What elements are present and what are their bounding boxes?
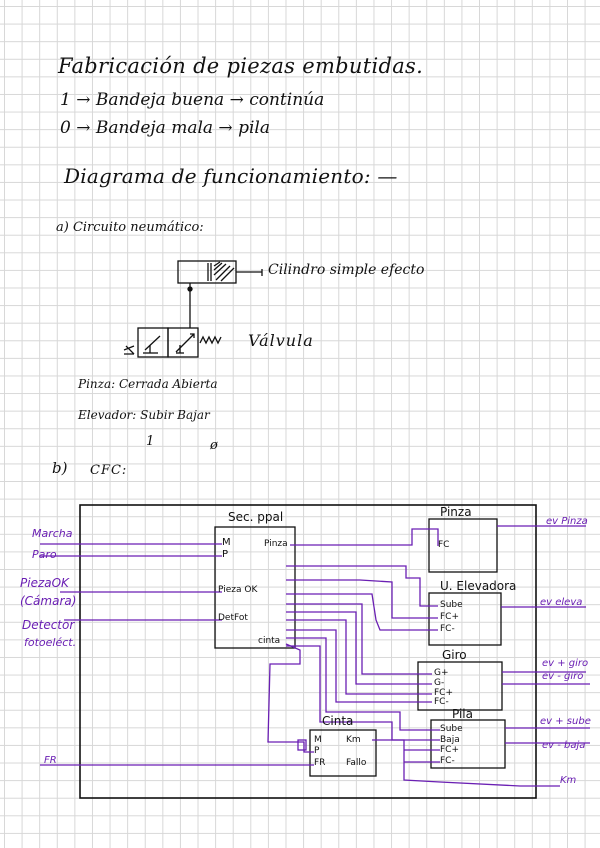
output-ev-plus-giro: ev + giro (542, 658, 589, 669)
pinza-title: Pinza (440, 505, 472, 519)
giro-g-minus: G- (434, 678, 445, 688)
cinta-km: Km (346, 735, 361, 745)
section-a-heading: a) Circuito neumático: (56, 220, 204, 235)
giro-box (417, 661, 503, 711)
sec-ppal-pinza: Pinza (264, 539, 288, 549)
sec-ppal-p: P (222, 549, 229, 560)
value-one: 1 (146, 434, 155, 449)
cfc-frame (79, 504, 537, 799)
pinza-box (428, 518, 498, 573)
sec-ppal-detfot: DetFot (218, 613, 248, 623)
cinta-m: M (314, 735, 322, 745)
output-ev-plus-sube: ev + sube (540, 716, 591, 727)
cinta-fallo: Fallo (346, 758, 367, 768)
bad-tray-note: 0 → Bandeja mala → pila (60, 118, 270, 138)
pinza-fc: FC (438, 540, 450, 550)
valve-label: Válvula (248, 331, 314, 350)
cinta-title: Cinta (322, 714, 354, 728)
cylinder-symbol (177, 260, 263, 328)
sec-ppal-pieza-ok: Pieza OK (218, 585, 258, 595)
section-b-heading: b) (52, 459, 68, 477)
sec-ppal-title: Sec. ppal (228, 510, 284, 524)
elevadora-sube: Sube (440, 600, 463, 610)
input-camara: (Cámara) (20, 594, 77, 608)
pila-title: Pila (452, 707, 473, 721)
output-ev-pinza: ev Pinza (546, 516, 588, 527)
input-paro: Paro (32, 548, 57, 561)
elevadora-fc-plus: FC+ (440, 612, 460, 622)
input-pieza-ok: PiezaOK (20, 576, 69, 590)
pila-box (430, 719, 506, 769)
output-ev-minus-giro: ev - giro (542, 671, 584, 682)
cinta-box (309, 729, 377, 777)
input-detector: Detector (22, 618, 75, 632)
giro-fc-minus: FC- (434, 697, 449, 707)
output-ev-minus-baja: ev - baja (542, 740, 586, 751)
cinta-p: P (314, 746, 320, 756)
giro-fc-plus: FC+ (434, 688, 454, 698)
sec-ppal-m: M (222, 537, 231, 548)
pinza-states: Pinza: Cerrada Abierta (78, 377, 218, 391)
giro-g-plus: G+ (434, 668, 449, 678)
pila-fc-plus: FC+ (440, 745, 460, 755)
input-detector-fotoelectrico: fotoeléct. (24, 636, 77, 649)
elevador-states: Elevador: Subir Bajar (78, 408, 210, 422)
good-tray-note: 1 → Bandeja buena → continúa (60, 90, 325, 110)
elevadora-box (428, 592, 502, 646)
sec-ppal-cinta: cinta (258, 636, 281, 646)
value-zero: ø (210, 438, 218, 453)
valve-symbol (123, 327, 222, 358)
cylinder-label: Cilindro simple efecto (268, 262, 425, 278)
sec-ppal-box (214, 526, 296, 649)
pila-fc-minus: FC- (440, 756, 455, 766)
pila-sube: Sube (440, 724, 463, 734)
cinta-fr: FR (314, 758, 326, 768)
pila-baja: Baja (440, 735, 460, 745)
cfc-heading: CFC: (90, 463, 128, 478)
page-title: Fabricación de piezas embutidas. (58, 54, 424, 78)
elevadora-fc-minus: FC- (440, 624, 455, 634)
cfc-wiring (40, 525, 590, 787)
input-fr: FR (44, 755, 57, 766)
output-ev-eleva: ev eleva (540, 597, 583, 608)
giro-title: Giro (442, 648, 467, 662)
diagram-heading: Diagrama de funcionamiento: — (64, 164, 398, 188)
output-km: Km (560, 775, 577, 786)
elevadora-title: U. Elevadora (440, 579, 517, 593)
input-marcha: Marcha (32, 527, 73, 540)
